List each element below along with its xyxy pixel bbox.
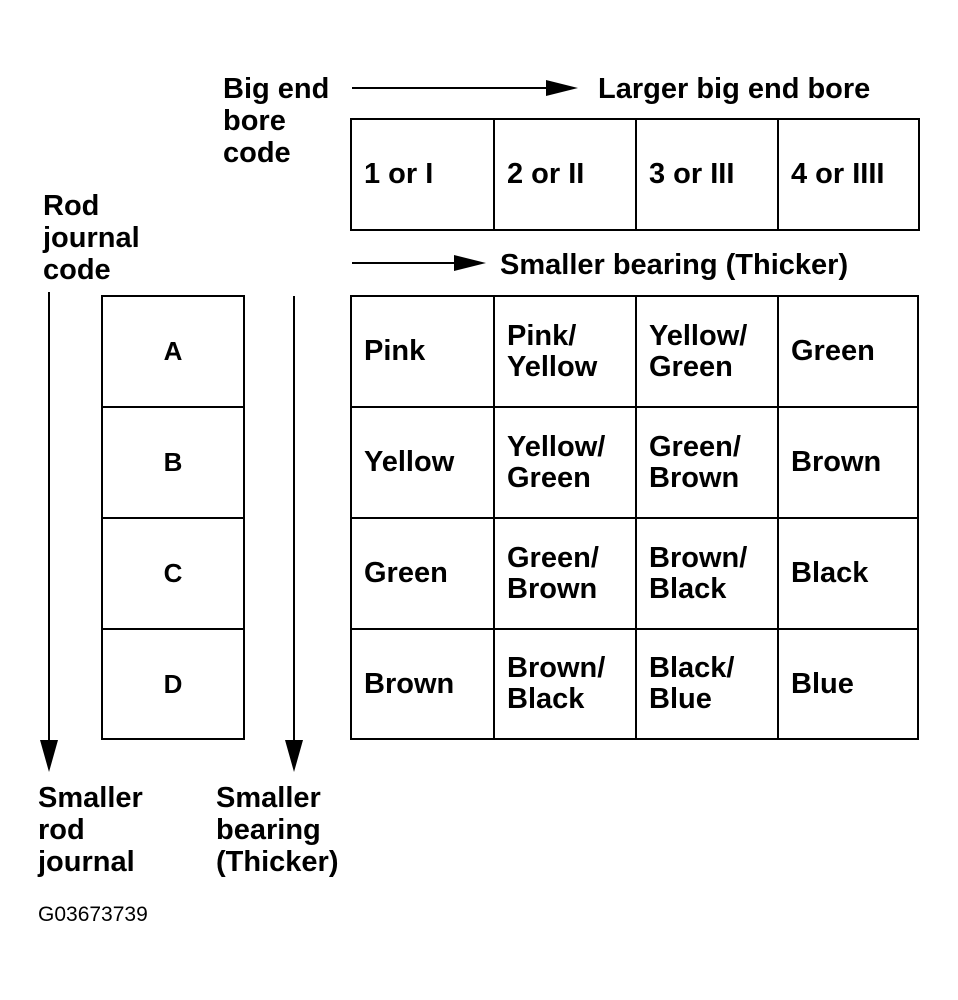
larger-big-end-bore-label: Larger big end bore [598, 73, 871, 105]
bearing-color-cell: Green [350, 517, 495, 630]
bore-code-text: 3 or III [649, 158, 735, 190]
bearing-color-text: Black [791, 557, 869, 589]
arrow-right-icon [352, 255, 486, 271]
bore-code-text: 4 or IIII [791, 158, 885, 190]
bearing-color-cell: Black [777, 517, 919, 630]
bearing-color-text: Green [364, 557, 448, 589]
bearing-color-cell: Green [777, 295, 919, 408]
bearing-color-text: Brown/ Black [507, 652, 606, 715]
arrow-down-icon [40, 292, 58, 772]
smaller-bearing-thicker-bottom-label: Smaller bearing (Thicker) [216, 782, 339, 878]
bearing-color-text: Black/ Blue [649, 652, 735, 715]
rod-code-text: C [163, 558, 183, 588]
bearing-color-text: Blue [791, 667, 854, 700]
bore-code-cell: 2 or II [493, 118, 637, 231]
bearing-color-text: Green [791, 335, 875, 367]
bearing-color-cell: Brown [777, 406, 919, 519]
bearing-color-cell: Green/ Brown [493, 517, 637, 630]
bearing-color-cell: Yellow [350, 406, 495, 519]
rod-journal-code-label: Rod journal code [43, 190, 140, 286]
bearing-color-cell: Yellow/ Green [493, 406, 637, 519]
bore-code-text: 1 or I [364, 158, 434, 190]
bearing-color-cell: Pink [350, 295, 495, 408]
big-end-bore-code-label: Big end bore code [223, 73, 330, 169]
bore-code-cell: 3 or III [635, 118, 779, 231]
figure-id: G03673739 [38, 903, 148, 926]
smaller-rod-journal-label: Smaller rod journal [38, 782, 143, 878]
rod-code-cell: C [101, 517, 245, 630]
rod-code-text: A [163, 336, 183, 366]
bearing-color-cell: Brown/ Black [493, 628, 637, 740]
arrow-down-icon [285, 296, 303, 772]
bearing-color-cell: Black/ Blue [635, 628, 779, 740]
rod-code-text: B [163, 447, 183, 477]
smaller-bearing-thicker-label: Smaller bearing (Thicker) [500, 249, 849, 281]
bearing-color-cell: Brown [350, 628, 495, 740]
bearing-color-cell: Brown/ Black [635, 517, 779, 630]
bearing-color-text: Green/ Brown [507, 541, 599, 605]
bore-code-cell: 1 or I [350, 118, 495, 231]
rod-code-cell: D [101, 628, 245, 740]
bearing-color-text: Yellow/ Green [507, 430, 606, 494]
bearing-color-cell: Yellow/ Green [635, 295, 779, 408]
bearing-color-cell: Pink/ Yellow [493, 295, 637, 408]
bearing-color-text: Pink/ Yellow [507, 319, 598, 383]
rod-code-cell: A [101, 295, 245, 408]
bearing-color-text: Green/ Brown [649, 430, 741, 494]
bearing-color-text: Yellow [364, 446, 455, 478]
bearing-color-cell: Blue [777, 628, 919, 740]
bearing-color-cell: Green/ Brown [635, 406, 779, 519]
bearing-color-text: Brown [364, 667, 455, 700]
bore-code-cell: 4 or IIII [777, 118, 920, 231]
bearing-color-text: Brown [791, 446, 882, 478]
bearing-color-text: Pink [364, 335, 426, 367]
bearing-color-text: Brown/ Black [649, 541, 748, 605]
bore-code-text: 2 or II [507, 158, 585, 190]
rod-code-text: D [163, 668, 183, 699]
arrow-right-icon [352, 80, 578, 96]
rod-code-cell: B [101, 406, 245, 519]
bearing-color-text: Yellow/ Green [649, 319, 748, 383]
